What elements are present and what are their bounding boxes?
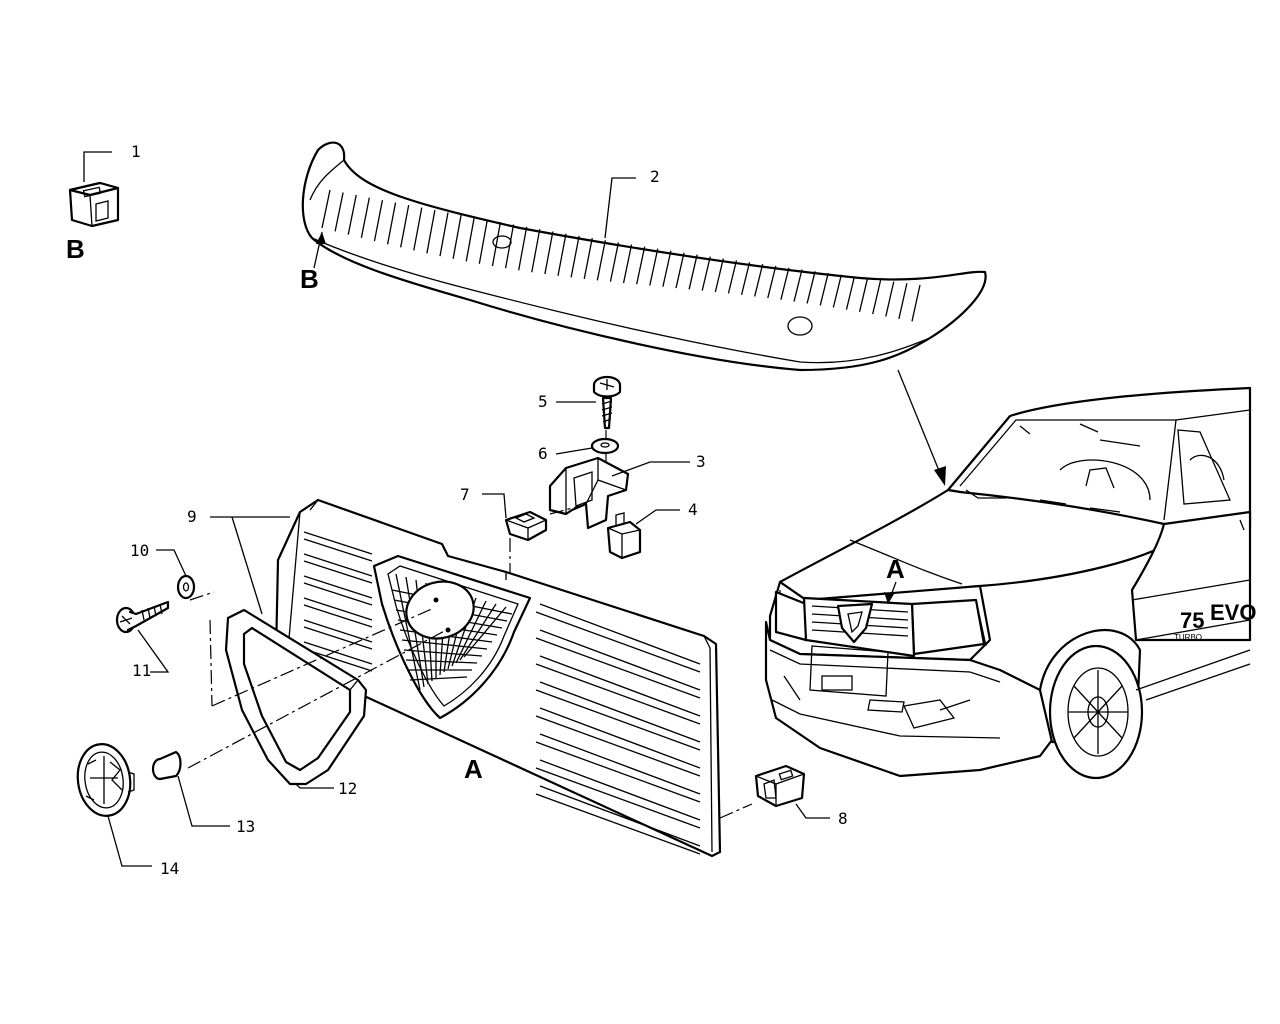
view-label-b-panel: B [300,264,319,294]
part-3-bracket [548,456,630,530]
part-5-screw [592,375,622,430]
callout-7: 7 [460,485,470,504]
callout-13: 13 [236,817,255,836]
part-9-grille [274,498,722,858]
leader-1 [83,151,112,182]
callout-5: 5 [538,392,548,411]
view-label-b-clip: B [66,234,85,264]
part-13-grommet [151,750,182,781]
grille-slats [303,531,701,855]
callout-9: 9 [187,507,197,526]
panel-ribs [321,189,921,322]
callout-1: 1 [131,142,141,161]
callout-8: 8 [838,809,848,828]
arrow-panel-to-car [897,369,943,479]
part-10-washer [176,574,196,600]
part-12-badge-frame [224,608,368,786]
part-2-scuttle-panel [301,141,987,372]
part-4-nut [606,512,642,560]
callout-11: 11 [132,661,151,680]
part-14-emblem-badge [76,743,135,817]
leader-2 [604,177,636,239]
part-6-washer [590,437,620,455]
car-badge-variant: EVO [1210,600,1256,625]
part-7-clip [504,510,548,542]
view-label-a-car: A [886,554,905,584]
part-8-clip [754,764,806,808]
callout-12: 12 [338,779,357,798]
callout-3: 3 [696,452,706,471]
callout-4: 4 [688,500,698,519]
callout-10: 10 [130,541,149,560]
car-badge-turbo: TURBO [1174,633,1202,642]
view-label-a-grille: A [464,754,483,784]
callout-14: 14 [160,859,179,878]
part-11-screw [115,600,170,634]
callout-2: 2 [650,167,660,186]
car-badge-model: 75 [1180,608,1204,633]
car-illustration [764,386,1252,780]
part-1-clip [68,181,120,228]
callout-6: 6 [538,444,548,463]
